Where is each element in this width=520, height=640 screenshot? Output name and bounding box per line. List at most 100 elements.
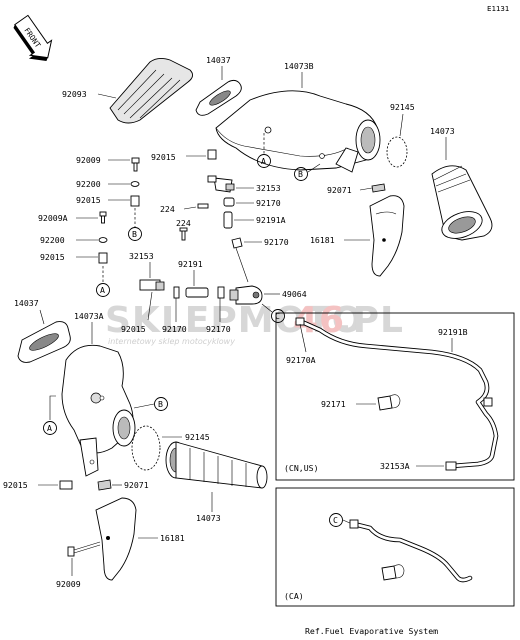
label-14073-bottom: 14073 [196,513,221,523]
region-box-cn-us [275,312,515,481]
label-92071-bottom: 92071 [124,480,149,490]
label-14073B: 14073B [284,61,314,71]
hose-92191 [173,286,225,299]
bracket-16181-bottom [95,497,137,581]
label-92015-b: 92015 [76,195,101,205]
label-92170-d: 92170 [206,324,231,334]
watermark-text-1: SKLEPMOTO [105,300,363,341]
front-arrow-icon [13,14,53,62]
washer-92200-a [130,181,140,187]
label-224-a: 224 [160,204,175,214]
callout-a-top-icon [257,154,271,168]
washer-92200-b [98,237,108,243]
intake-tube-14073-top [431,165,493,241]
callout-b-bottom-icon [154,397,168,411]
label-14073A: 14073A [74,311,104,321]
callout-a-bottom-icon [43,421,57,435]
region-box-ca [275,487,515,607]
label-92170A: 92170A [286,355,316,365]
callout-b-bottom: B [158,399,163,409]
clip-92170-a [223,197,235,207]
filter-element-92093 [109,57,193,124]
callout-c-icon [271,309,285,323]
label-92015-c: 92015 [40,252,65,262]
cover-14037-bottom [17,321,71,363]
label-92200-a: 92200 [76,179,101,189]
label-92191: 92191 [178,259,203,269]
valve-32153-b [139,279,165,291]
callout-b-left: B [132,229,137,239]
label-92171: 92171 [321,399,346,409]
diagram-code: E1131 [487,4,509,13]
screw-224-b [179,227,188,241]
duct-14073B [215,90,381,173]
watermark-text-3: .PL [338,300,404,341]
label-49064: 49064 [282,289,307,299]
clamp-92071-top [371,183,386,193]
hose-ca [349,519,473,583]
label-92145-bottom: 92145 [185,432,210,442]
label-92170-b: 92170 [264,237,289,247]
bolt-92009-top [131,157,140,172]
label-92009-top: 92009 [76,155,101,165]
callout-a-top: A [261,156,266,166]
label-92015-a: 92015 [151,152,176,162]
collar-92015-a [207,149,217,160]
hose-92191A [223,211,233,229]
region-label-ca: (CA) [284,591,304,601]
callout-c-ca-icon [329,513,343,527]
collar-92015-b [130,195,140,207]
label-14073-top: 14073 [430,126,455,136]
label-92170-a: 92170 [256,198,281,208]
bolt-92009-bottom [67,541,101,557]
bolt-92009A [99,211,107,224]
label-16181-bottom: 16181 [160,533,185,543]
intake-tube-14073-bottom [165,441,268,489]
callout-b-top-icon [294,167,308,181]
footer-note: Ref.Fuel Evaporative System [305,626,438,636]
duct-14073A [61,344,136,477]
valve-32153-a [207,175,235,193]
clip-92171 [377,394,401,411]
callout-a-left-icon [96,283,110,297]
label-16181-top: 16181 [310,235,335,245]
label-32153A: 32153A [380,461,410,471]
label-92093: 92093 [62,89,87,99]
callout-a-left: A [100,285,105,295]
label-92191B: 92191B [438,327,468,337]
label-14037-bottom: 14037 [14,298,39,308]
label-32153-a: 32153 [256,183,281,193]
label-92009-bottom: 92009 [56,579,81,589]
label-224-b: 224 [176,218,191,228]
label-92191A: 92191A [256,215,286,225]
region-label-cn-us: (CN,US) [284,463,319,473]
label-92200-b: 92200 [40,235,65,245]
label-92009A: 92009A [38,213,68,223]
clamp-92071-bottom [97,479,112,491]
canister-49064 [229,285,263,305]
callout-b-left-icon [128,227,142,241]
callout-a-bottom: A [47,423,52,433]
collar-92015-e [59,480,73,490]
label-92170-c: 92170 [162,324,187,334]
label-92015-d: 92015 [121,324,146,334]
label-92071-top: 92071 [327,185,352,195]
cover-14037-top [195,79,242,116]
label-92145-top: 92145 [390,102,415,112]
ring-92145-top [386,136,408,168]
label-92015-e: 92015 [3,480,28,490]
collar-92015-c [98,252,108,264]
callout-c: C [275,311,280,321]
callout-c-ca: C [333,515,338,525]
callout-b-top: B [298,169,303,179]
ring-92145-bottom [131,425,161,471]
screw-224-a [197,203,209,209]
watermark: SKLEPMOTO 46 .PL internetowy sklep motoc… [105,300,404,346]
watermark-subtitle: internetowy sklep motocyklowy [108,337,235,346]
hose-92191B [295,317,499,471]
label-14037-top: 14037 [206,55,231,65]
clip-92170-b [231,237,249,283]
label-32153-b: 32153 [129,251,154,261]
bracket-16181-top [369,195,405,277]
